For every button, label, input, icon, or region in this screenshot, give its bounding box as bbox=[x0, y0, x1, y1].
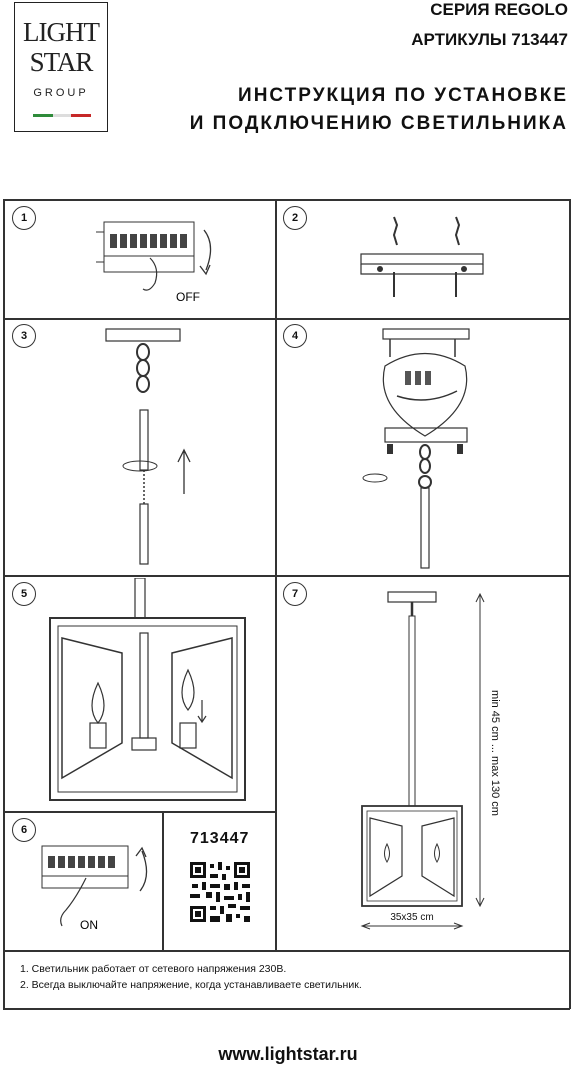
website-link[interactable]: www.lightstar.ru bbox=[218, 1044, 358, 1064]
note-1: 1. Светильник работает от сетевого напря… bbox=[20, 963, 287, 975]
note-2: 2. Всегда выключайте напряжение, когда у… bbox=[20, 979, 362, 991]
step-number-4: 4 bbox=[283, 324, 307, 348]
logo-text-light: LIGHT bbox=[23, 17, 100, 47]
qr-code-icon[interactable] bbox=[188, 860, 252, 924]
step-number-3: 3 bbox=[12, 324, 36, 348]
logo-text-star: STAR bbox=[29, 47, 94, 77]
lantern-bulb-installation-illustration bbox=[49, 578, 246, 801]
grid-bottom-divider bbox=[3, 950, 570, 952]
notes-bottom-border bbox=[3, 1008, 570, 1010]
mounting-plate-illustration bbox=[360, 216, 484, 297]
grid-row1-divider bbox=[3, 318, 570, 320]
flag-white-stripe bbox=[53, 114, 71, 117]
step-number-2: 2 bbox=[283, 206, 307, 230]
article-number: АРТИКУЛЫ 713447 bbox=[411, 30, 568, 49]
instruction-title-line1: ИНСТРУКЦИЯ ПО УСТАНОВКЕ bbox=[238, 85, 568, 106]
final-dimensions-illustration bbox=[360, 591, 485, 930]
notes-block: 1. Светильник работает от сетевого напря… bbox=[20, 961, 362, 993]
grid-row2-divider bbox=[3, 575, 570, 577]
size-label: 35x35 cm bbox=[390, 912, 434, 923]
instruction-title-line2: И ПОДКЛЮЧЕНИЮ СВЕТИЛЬНИКА bbox=[189, 113, 568, 134]
series-title: СЕРИЯ REGOLO bbox=[430, 0, 568, 19]
height-range-label: min 45 cm ... max 130 cm bbox=[489, 690, 501, 816]
flag-green-stripe bbox=[33, 114, 53, 117]
breaker-on-illustration: ON bbox=[41, 845, 148, 932]
step-number-6: 6 bbox=[12, 818, 36, 842]
wiring-connection-illustration bbox=[362, 328, 470, 569]
grid-row3-divider bbox=[3, 811, 275, 813]
step-number-5: 5 bbox=[12, 582, 36, 606]
lightstar-logo: LIGHT STAR GROUP bbox=[14, 2, 108, 132]
breaker-off-illustration: OFF bbox=[96, 221, 212, 304]
step-number-1: 1 bbox=[12, 206, 36, 230]
product-code: 713447 bbox=[190, 830, 250, 847]
grid-left-border bbox=[3, 199, 5, 1009]
grid-right-border bbox=[569, 199, 571, 1009]
grid-top-border bbox=[3, 199, 570, 201]
canopy-chain-illustration bbox=[105, 328, 191, 565]
flag-red-stripe bbox=[71, 114, 91, 117]
on-label: ON bbox=[80, 918, 98, 932]
step-number-7: 7 bbox=[283, 582, 307, 606]
logo-text-group: GROUP bbox=[33, 87, 89, 99]
grid-center-divider bbox=[275, 199, 277, 951]
off-label: OFF bbox=[176, 290, 200, 304]
grid-step6-divider bbox=[162, 811, 164, 951]
